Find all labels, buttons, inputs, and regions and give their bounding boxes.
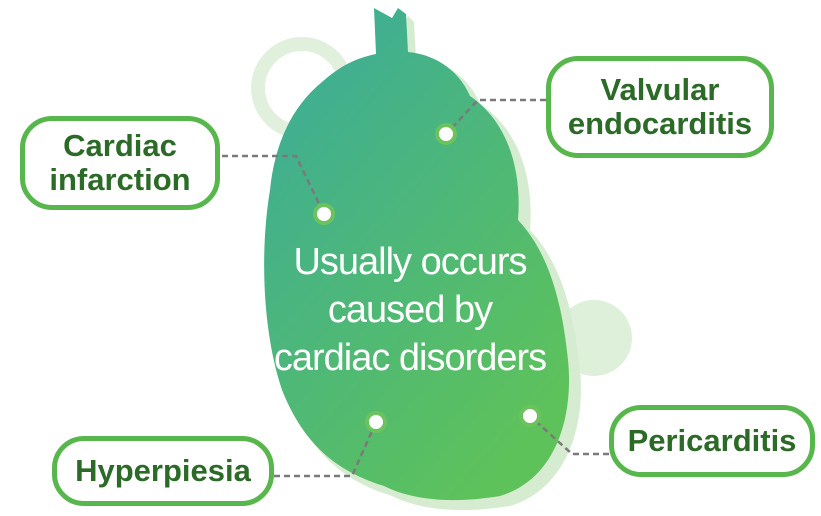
- center-caption: Usually occurs caused by cardiac disorde…: [240, 238, 580, 382]
- label-hyperpiesia-text: Hyperpiesia: [75, 454, 251, 488]
- center-line-2: caused by: [240, 286, 580, 334]
- center-line-3: cardiac disorders: [240, 334, 580, 382]
- label-cardiac-infarction: Cardiac infarction: [20, 116, 220, 210]
- label-valvular-line-2: endocarditis: [568, 107, 752, 141]
- label-pericarditis-text: Pericarditis: [628, 424, 797, 458]
- label-valvular-line-1: Valvular: [601, 73, 720, 107]
- label-cardiac-line-1: Cardiac: [63, 129, 177, 163]
- label-pericarditis: Pericarditis: [609, 405, 815, 477]
- dot-peri: [521, 407, 539, 425]
- label-valvular-endocarditis: Valvular endocarditis: [546, 56, 774, 158]
- dot-hyper: [367, 413, 385, 431]
- label-hyperpiesia: Hyperpiesia: [52, 436, 274, 506]
- label-cardiac-line-2: infarction: [49, 163, 190, 197]
- dot-cardiac: [315, 205, 333, 223]
- dot-valvular: [437, 125, 455, 143]
- center-line-1: Usually occurs: [240, 238, 580, 286]
